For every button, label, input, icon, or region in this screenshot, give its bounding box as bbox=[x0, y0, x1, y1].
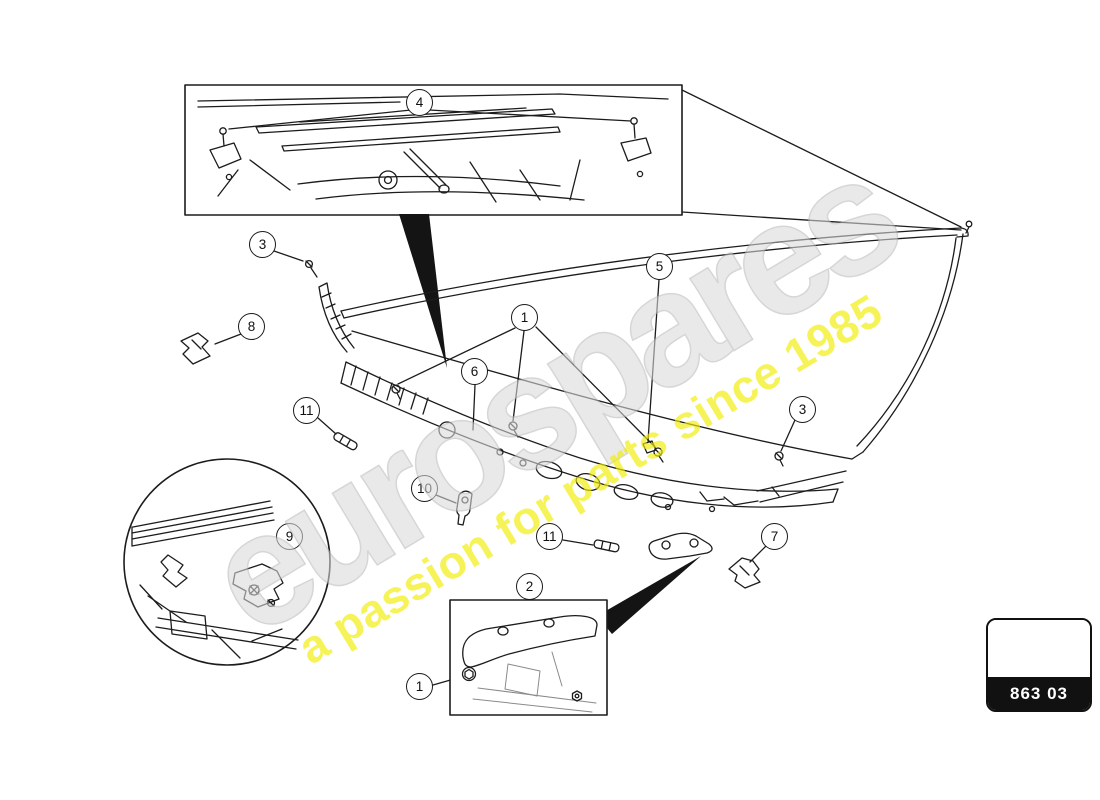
callout-part-9[interactable]: 9 bbox=[276, 523, 303, 550]
callout-part-8[interactable]: 8 bbox=[238, 313, 265, 340]
callout-part-4[interactable]: 4 bbox=[406, 89, 433, 116]
callout-part-11-left[interactable]: 11 bbox=[293, 397, 320, 424]
callout-part-3-left[interactable]: 3 bbox=[249, 231, 276, 258]
part-group-code: 863 03 bbox=[988, 677, 1090, 710]
windscreen-frame-drawing bbox=[304, 220, 973, 460]
inset-projection-lines bbox=[681, 89, 962, 231]
locator-wedge-top bbox=[399, 214, 447, 368]
bottom-inset-drawing bbox=[449, 599, 608, 716]
callout-part-5[interactable]: 5 bbox=[646, 253, 673, 280]
part-group-code-blank bbox=[988, 620, 1090, 677]
top-inset-drawing bbox=[184, 84, 683, 216]
callout-part-11-right[interactable]: 11 bbox=[536, 523, 563, 550]
callout-part-6[interactable]: 6 bbox=[461, 358, 488, 385]
callout-part-3-right[interactable]: 3 bbox=[789, 396, 816, 423]
part-group-code-box[interactable]: 863 03 bbox=[986, 618, 1092, 712]
callout-part-2[interactable]: 2 bbox=[516, 573, 543, 600]
leader-lines bbox=[214, 250, 796, 686]
circle-inset-drawing bbox=[123, 458, 331, 666]
small-parts-drawing bbox=[180, 332, 761, 589]
callout-part-1[interactable]: 1 bbox=[511, 304, 538, 331]
callout-part-1-detail[interactable]: 1 bbox=[406, 673, 433, 700]
cowl-panel-drawing bbox=[340, 361, 847, 513]
locator-wedge-bottom bbox=[597, 556, 701, 634]
callout-part-7[interactable]: 7 bbox=[761, 523, 788, 550]
callout-part-10[interactable]: 10 bbox=[411, 475, 438, 502]
